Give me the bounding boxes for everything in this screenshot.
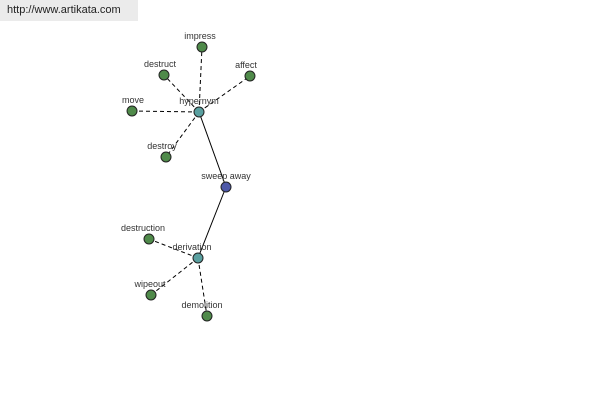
node-destruct[interactable]: [158, 69, 170, 81]
node-impress[interactable]: [196, 41, 208, 53]
node-destroy[interactable]: [160, 151, 172, 163]
node-sweep-away[interactable]: [220, 181, 232, 193]
label-demolition: demolition: [181, 300, 222, 310]
label-derivation: derivation: [172, 242, 211, 252]
site-url-link[interactable]: http://www.artikata.com: [7, 4, 121, 16]
label-destroy: destroy: [147, 141, 177, 151]
node-hypernym[interactable]: [193, 106, 205, 118]
label-hypernym: hypernym: [179, 96, 219, 106]
edge-hypernym-destroy: [165, 111, 200, 158]
node-move[interactable]: [126, 105, 138, 117]
node-derivation[interactable]: [192, 252, 204, 264]
url-bar: http://www.artikata.com: [0, 0, 138, 21]
label-destruct: destruct: [144, 59, 177, 69]
label-wipeout: wipeout: [133, 279, 166, 289]
edge-hypernym-affect: [198, 75, 251, 113]
node-wipeout[interactable]: [145, 289, 157, 301]
node-destruction[interactable]: [143, 233, 155, 245]
edge-hypernym-impress: [198, 46, 203, 113]
node-demolition[interactable]: [201, 310, 213, 322]
label-impress: impress: [184, 31, 216, 41]
label-destruction: destruction: [121, 223, 165, 233]
edge-root-derivation: [197, 186, 227, 259]
node-affect[interactable]: [244, 70, 256, 82]
edge-derivation-demolition: [197, 257, 208, 317]
edge-hypernym-move: [131, 110, 200, 113]
label-sweep-away: sweep away: [201, 171, 251, 181]
edge-derivation-wipeout: [150, 257, 199, 296]
edge-derivation-destruction: [148, 238, 199, 259]
edge-hypernym-destruct: [163, 74, 200, 113]
label-affect: affect: [235, 60, 257, 70]
edge-root-hypernym: [198, 111, 227, 188]
label-move: move: [122, 95, 144, 105]
